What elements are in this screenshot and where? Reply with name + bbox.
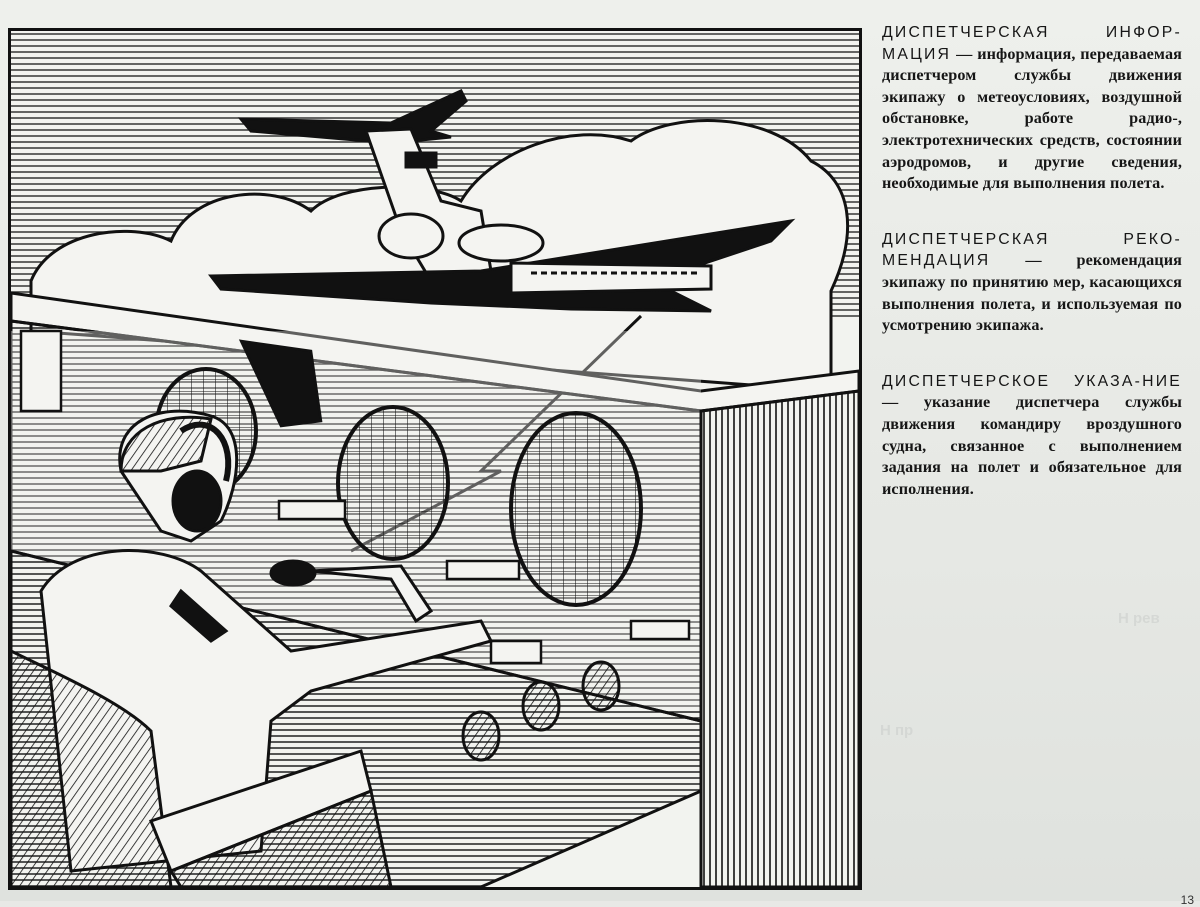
page-number: 13 xyxy=(1180,893,1194,907)
glossary-column: ДИСПЕТЧЕРСКАЯ ИНФОР-МАЦИЯ — информация, … xyxy=(882,22,1182,530)
radar-screen xyxy=(509,411,643,607)
illustration-drawing xyxy=(11,31,859,887)
microphone xyxy=(269,559,434,624)
show-through-label-h-pr: Н пр xyxy=(880,722,914,739)
show-through-label-h-rev: Н рев xyxy=(1118,610,1160,627)
entry-definition: — информация, передаваемая диспетчером с… xyxy=(882,44,1182,193)
radar-screen xyxy=(336,405,450,561)
entry-definition: — рекомендация экипажу по принятию мер, … xyxy=(882,251,1182,335)
chair xyxy=(11,649,393,887)
glossary-entry: ДИСПЕТЧЕРСКАЯ ИНФОР-МАЦИЯ — информация, … xyxy=(882,22,1182,195)
entry-term: ДИСПЕТЧЕРСКАЯ ИНФОР-МАЦИЯ xyxy=(882,24,1182,63)
entry-term: ДИСПЕТЧЕРСКОЕ УКАЗА-НИЕ xyxy=(882,372,1182,390)
console-side xyxy=(699,389,859,887)
desk-switch xyxy=(489,639,543,665)
panel-details xyxy=(19,329,691,641)
entry-definition: — указание диспетчера службы движения ко… xyxy=(882,393,1182,498)
desk-dials xyxy=(461,660,621,762)
controller-illustration xyxy=(8,28,862,890)
glossary-entry: ДИСПЕТЧЕРСКАЯ РЕКО-МЕНДАЦИЯ — рекомендац… xyxy=(882,229,1182,337)
glossary-entry: ДИСПЕТЧЕРСКОЕ УКАЗА-НИЕ — указание диспе… xyxy=(882,371,1182,501)
console-top xyxy=(11,291,859,413)
airplane xyxy=(207,89,796,313)
entry-term: ДИСПЕТЧЕРСКАЯ РЕКО-МЕНДАЦИЯ xyxy=(882,230,1182,270)
